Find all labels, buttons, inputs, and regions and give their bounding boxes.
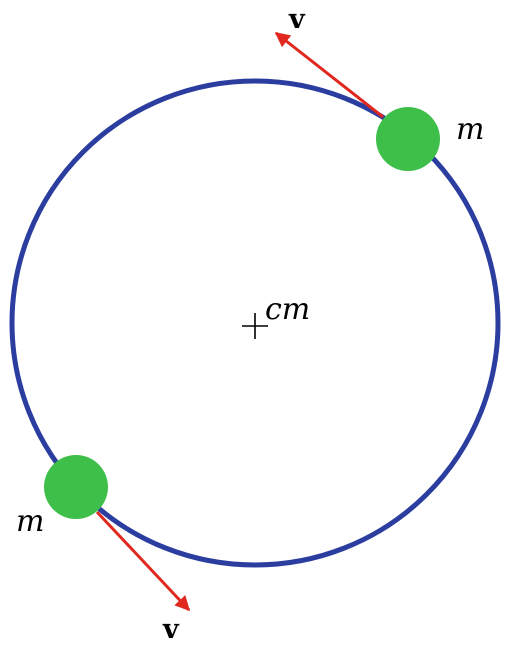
mass-label-bottom: m xyxy=(16,504,44,539)
mass-label-top: m xyxy=(456,112,484,147)
mass-bottom xyxy=(44,455,108,519)
velocity-arrow-top xyxy=(274,31,384,119)
center-of-mass-marker xyxy=(242,313,268,339)
velocity-label-bottom: v xyxy=(162,614,180,645)
mass-top xyxy=(376,107,440,171)
velocity-arrow-bottom xyxy=(95,510,191,612)
center-of-mass-label: cm xyxy=(265,292,310,327)
velocity-label-top: v xyxy=(288,4,306,35)
orbit-circle xyxy=(9,78,501,568)
